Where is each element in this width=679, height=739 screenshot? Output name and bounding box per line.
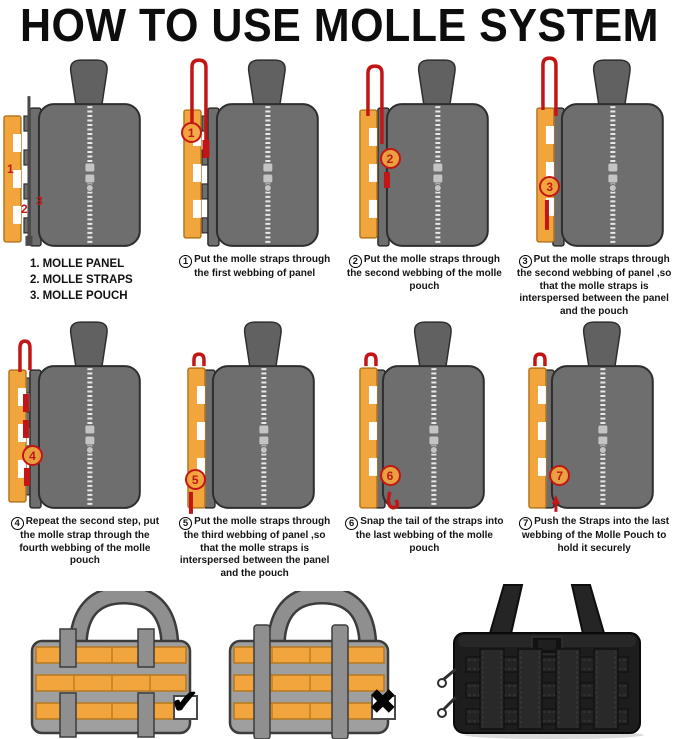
step-6-number-icon: 6 [345, 517, 359, 531]
step-4-illustration: 4 [0, 314, 170, 514]
step-7-caption-text: Push the Straps into the last webbing of… [521, 516, 670, 554]
legend-marker-pouch: 3 [36, 194, 43, 208]
legend-item-label: MOLLE STRAPS [42, 274, 133, 287]
legend-item: 2.MOLLE STRAPS [30, 272, 170, 288]
product-photo [424, 577, 679, 739]
step-2-illustration: 2 [340, 52, 510, 252]
step-1-caption-text: Put the molle straps through the first w… [194, 254, 331, 280]
page-title: HOW TO USE MOLLE SYSTEM [19, 0, 659, 52]
step-6-illustration: 6 [340, 314, 510, 514]
step-3-number-icon: 3 [518, 255, 532, 269]
legend-marker-panel: 1 [7, 162, 14, 176]
step-2-drawing [340, 52, 510, 252]
step-3-caption-text: Put the molle straps through the second … [516, 254, 672, 317]
incorrect-weave-drawing [224, 585, 396, 739]
step-3-marker: 3 [539, 176, 561, 197]
step-6-marker: 6 [379, 465, 401, 486]
step-3-illustration: 3 [509, 52, 679, 252]
steps-grid: 1 2 3 1 2 3 1.MOLLE PANEL 2.MOLLE STRAPS… [0, 52, 679, 591]
step-4-number-icon: 4 [10, 517, 24, 531]
legend-drawing [0, 52, 170, 252]
step-1-number-icon: 1 [179, 255, 193, 269]
step-4-marker: 4 [22, 445, 43, 466]
step-5-marker: 5 [184, 469, 206, 490]
step-7-number-icon: 7 [519, 517, 533, 531]
correct-example: ✔ [26, 585, 231, 739]
checkbox-incorrect: ✖ [369, 685, 397, 720]
step-1-drawing [170, 52, 340, 252]
legend-item-number: 2. [30, 274, 40, 287]
correct-weave-drawing [26, 585, 198, 739]
step-7-drawing [509, 314, 679, 514]
product-pouch-drawing [424, 577, 679, 739]
step-7-marker: 7 [549, 465, 571, 486]
legend-item: 1.MOLLE PANEL [30, 256, 170, 272]
legend-list: 1.MOLLE PANEL 2.MOLLE STRAPS 3.MOLLE POU… [0, 252, 170, 314]
legend-item-label: MOLLE PANEL [42, 258, 125, 270]
legend-illustration: 1 2 3 [0, 52, 170, 252]
step-1-illustration: 1 [170, 52, 340, 252]
examples-row: ✔ ✖ [0, 584, 679, 739]
step-7-illustration: 7 [509, 314, 679, 514]
step-6-caption-text: Snap the tail of the straps into the las… [355, 516, 504, 554]
step-5-number-icon: 5 [179, 517, 193, 531]
legend-item-number: 1. [30, 258, 40, 270]
x-mark-icon: ✖ [369, 683, 397, 720]
legend-item-label: MOLLE POUCH [42, 290, 128, 303]
legend-item: 3.MOLLE POUCH [30, 288, 170, 304]
step-4-caption-text: Repeat the second step, put the molle st… [19, 516, 160, 567]
legend-item-number: 3. [30, 290, 40, 303]
step-2-marker: 2 [379, 148, 401, 169]
checkmark-icon: ✔ [171, 683, 199, 720]
step-6-drawing [340, 314, 510, 514]
checkbox-correct: ✔ [171, 685, 199, 720]
step-1-marker: 1 [180, 122, 202, 143]
step-3-drawing [509, 52, 679, 252]
legend-marker-straps: 2 [21, 202, 28, 216]
step-5-caption-text: Put the molle straps through the third w… [179, 516, 331, 579]
step-2-number-icon: 2 [348, 255, 362, 269]
step-2-caption-text: Put the molle straps through the second … [346, 254, 502, 292]
step-5-illustration: 5 [170, 314, 340, 514]
step-4-drawing [0, 314, 170, 514]
incorrect-example: ✖ [224, 585, 429, 739]
